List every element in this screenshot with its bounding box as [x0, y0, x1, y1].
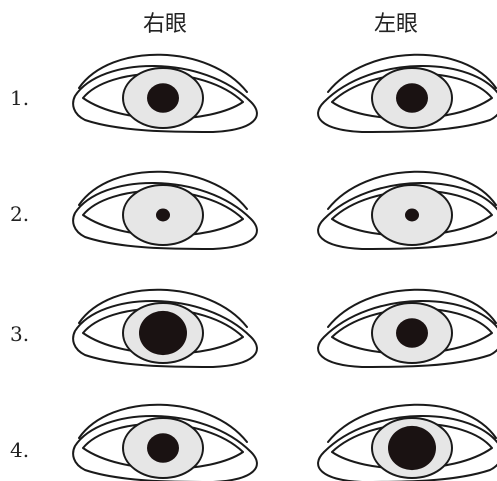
pupil-medium [147, 83, 179, 112]
left-eye-row-4 [318, 405, 497, 481]
right-eye-row-3 [73, 290, 257, 367]
left-eye-row-2 [318, 172, 497, 249]
right-eye-row-4 [73, 405, 257, 481]
pupil-small [405, 209, 419, 222]
right-eye-row-2 [73, 172, 257, 249]
pupil-medium [396, 83, 428, 112]
pupil-large [139, 311, 187, 355]
left-eye-row-1 [318, 55, 497, 132]
pupil-large [388, 426, 436, 470]
pupil-medium [147, 433, 179, 462]
pupil-small [156, 209, 170, 222]
right-eye-row-1 [73, 55, 257, 132]
pupil-medium [396, 318, 428, 347]
left-eye-row-3 [318, 290, 497, 367]
